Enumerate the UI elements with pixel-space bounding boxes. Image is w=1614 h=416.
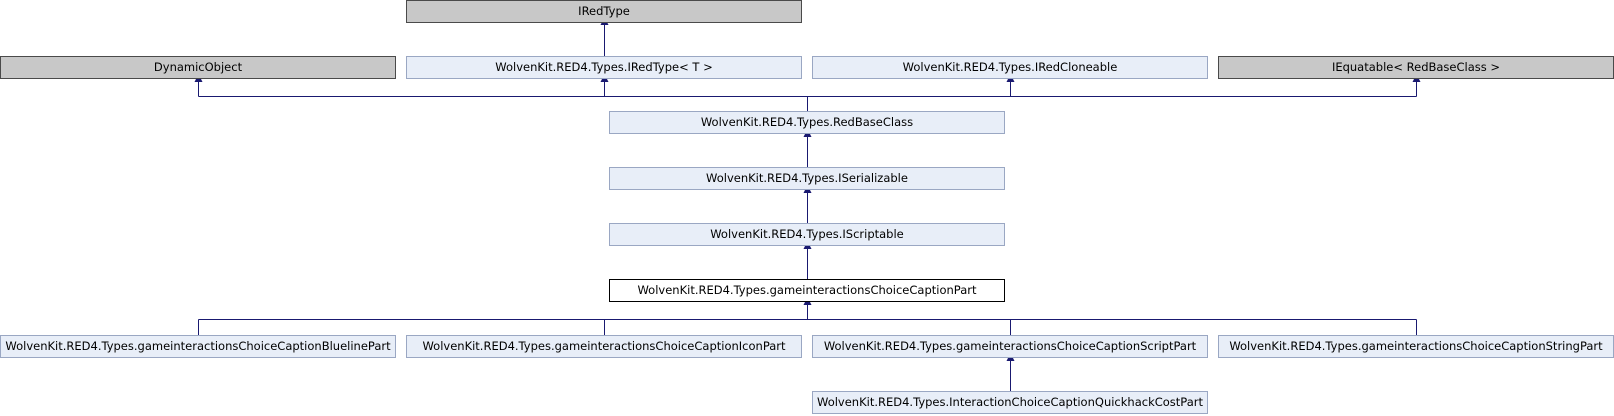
node-caption-part: WolvenKit.RED4.Types.gameinteractionsCho… xyxy=(609,279,1005,302)
node-iscriptable[interactable]: WolvenKit.RED4.Types.IScriptable xyxy=(609,223,1005,246)
node-blueline-part[interactable]: WolvenKit.RED4.Types.gameinteractionsCho… xyxy=(0,335,396,358)
node-dynamic-object[interactable]: DynamicObject xyxy=(0,56,396,79)
node-iequatable[interactable]: IEquatable< RedBaseClass > xyxy=(1218,56,1614,79)
node-script-part[interactable]: WolvenKit.RED4.Types.gameinteractionsCho… xyxy=(812,335,1208,358)
node-iredcloneable[interactable]: WolvenKit.RED4.Types.IRedCloneable xyxy=(812,56,1208,79)
node-quickhack-cost-part[interactable]: WolvenKit.RED4.Types.InteractionChoiceCa… xyxy=(812,391,1208,414)
node-string-part[interactable]: WolvenKit.RED4.Types.gameinteractionsCho… xyxy=(1218,335,1614,358)
node-icon-part[interactable]: WolvenKit.RED4.Types.gameinteractionsCho… xyxy=(406,335,802,358)
node-iredtype[interactable]: IRedType xyxy=(406,0,802,23)
node-red-base-class[interactable]: WolvenKit.RED4.Types.RedBaseClass xyxy=(609,111,1005,134)
node-iserializable[interactable]: WolvenKit.RED4.Types.ISerializable xyxy=(609,167,1005,190)
node-iredtype-generic[interactable]: WolvenKit.RED4.Types.IRedType< T > xyxy=(406,56,802,79)
